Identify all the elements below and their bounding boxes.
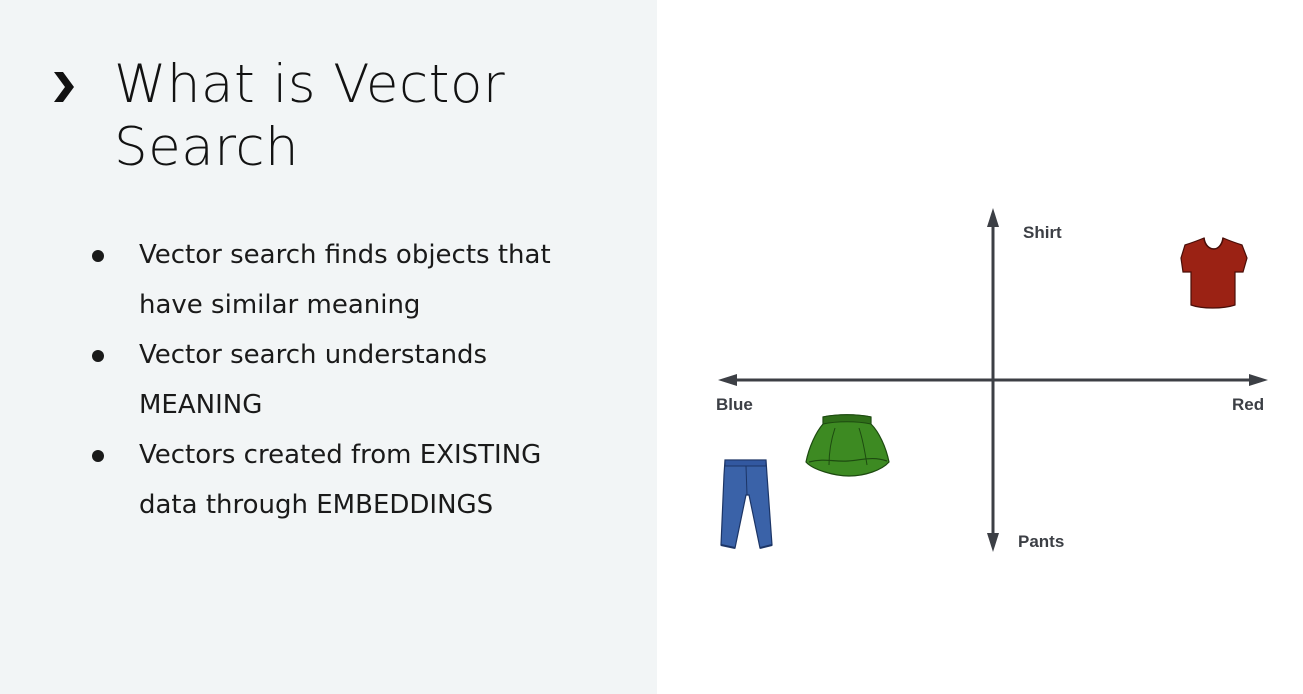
bullet-dot <box>92 350 104 362</box>
bullet-list: Vector search finds objects that have si… <box>90 230 590 530</box>
bullet-item: Vector search understands MEANING <box>90 330 590 430</box>
text-panel: What is Vector Search Vector search find… <box>0 0 657 694</box>
vector-space-diagram: Shirt Pants Blue Red <box>716 208 1268 552</box>
chevron-right-icon <box>54 72 74 102</box>
bullet-text: Vector search finds objects that have si… <box>139 240 551 320</box>
blue-jeans-icon <box>720 459 773 549</box>
bullet-item: Vectors created from EXISTING data throu… <box>90 430 590 530</box>
axis-label-left: Blue <box>716 395 753 414</box>
diagram-panel: Shirt Pants Blue Red <box>657 0 1303 694</box>
bullet-dot <box>92 250 104 262</box>
axis-label-top: Shirt <box>1023 223 1062 242</box>
arrow-down-icon <box>987 533 999 552</box>
axis-label-right: Red <box>1232 395 1264 414</box>
arrow-left-icon <box>718 374 737 386</box>
arrow-up-icon <box>987 208 999 227</box>
bullet-dot <box>92 450 104 462</box>
bullet-item: Vector search finds objects that have si… <box>90 230 590 330</box>
bullet-text: Vectors created from EXISTING data throu… <box>139 440 542 520</box>
bullet-text: Vector search understands MEANING <box>139 340 488 420</box>
green-skirt-icon <box>805 414 890 477</box>
red-shirt-icon <box>1180 237 1248 309</box>
arrow-right-icon <box>1249 374 1268 386</box>
axis-label-bottom: Pants <box>1018 532 1064 551</box>
slide-title: What is Vector Search <box>114 54 506 178</box>
